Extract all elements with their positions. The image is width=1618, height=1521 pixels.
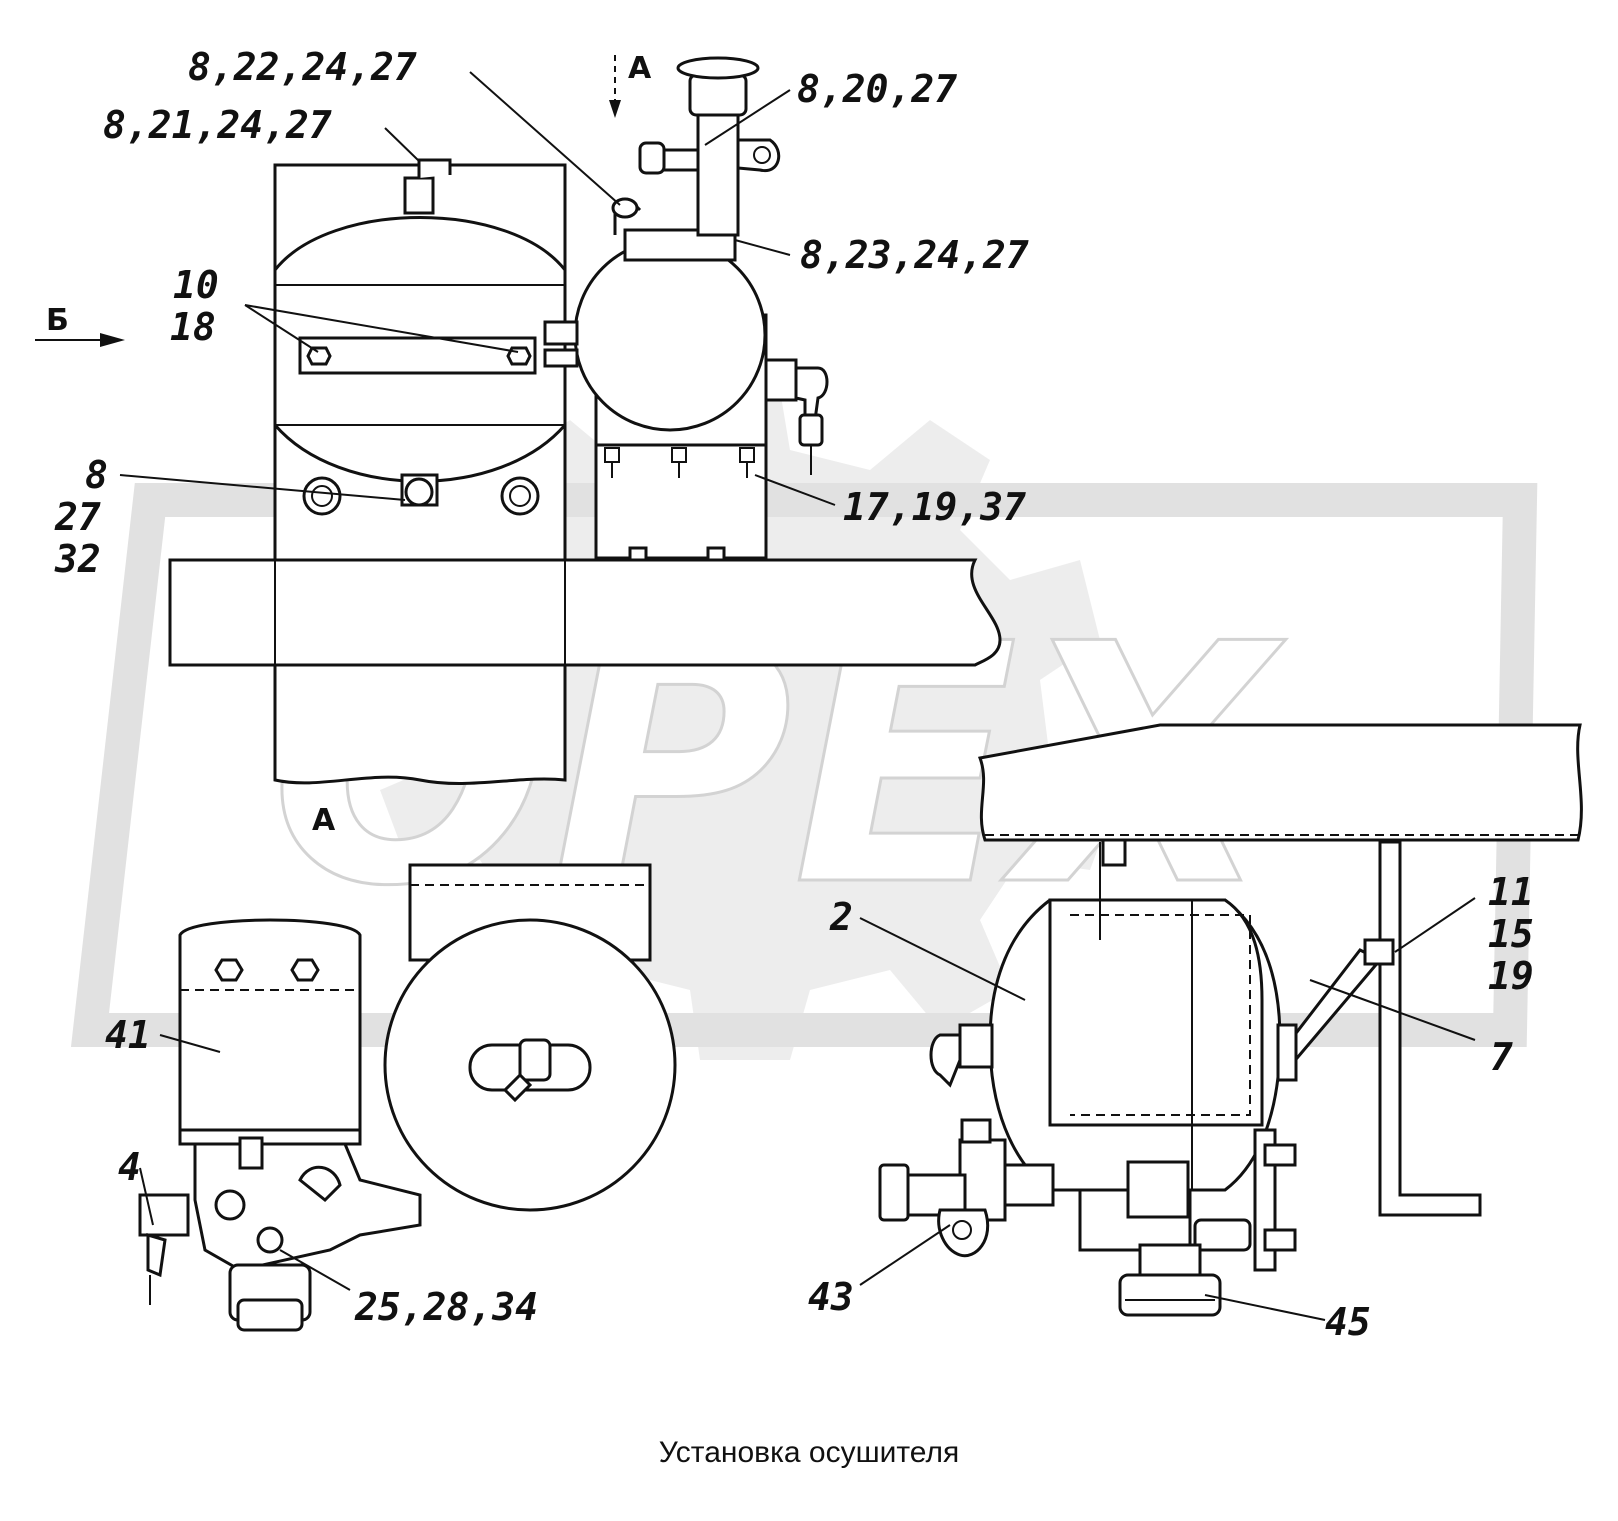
dryer-cartridge [178, 918, 362, 1132]
dryer-side-view [383, 863, 677, 1212]
view-label-a-top: A [628, 51, 652, 86]
callout-labels: 8,22,24,27 8,21,24,27 8,20,27 8,23,24,27… [54, 45, 1534, 1344]
callout-2: 2 [829, 895, 853, 939]
dryer-top-view [543, 56, 829, 562]
dryer-base-block [594, 438, 768, 560]
frame-rail-upper [168, 558, 1002, 667]
callout-8-21-24-27: 8,21,24,27 [103, 103, 332, 147]
view-arrow-b: Б [35, 303, 125, 347]
callout-43: 43 [808, 1275, 854, 1319]
dryer-front-view [878, 838, 1298, 1317]
callout-10: 10 [173, 263, 219, 307]
frame-rail-lower [977, 723, 1583, 842]
dryer-canister-front [1048, 898, 1264, 1127]
tank-clamp [298, 336, 537, 375]
view-label-b: Б [46, 303, 69, 338]
callout-27: 27 [54, 495, 101, 539]
callout-19: 19 [1488, 954, 1534, 998]
l-bracket [1378, 840, 1482, 1217]
callout-15: 15 [1488, 912, 1534, 956]
callout-4: 4 [118, 1145, 141, 1189]
leader-lines [119, 71, 1476, 1321]
callout-11: 11 [1488, 870, 1534, 914]
callout-18: 18 [170, 305, 216, 349]
watermark-frame [70, 483, 1538, 1047]
drain-valve-body [696, 108, 740, 237]
dryer-canister-top [573, 238, 767, 432]
callout-8-22-24-27: 8,22,24,27 [188, 45, 417, 89]
callout-8-20-27: 8,20,27 [797, 67, 957, 111]
view-label-a-bottom: A [312, 803, 336, 838]
view-arrow-a: A [609, 51, 652, 118]
callout-8-23-24-27: 8,23,24,27 [800, 233, 1029, 277]
drawing-caption: Установка осушителя [659, 1436, 959, 1469]
callout-41: 41 [105, 1013, 151, 1057]
receiver-bracket-assembly [273, 158, 567, 785]
callout-7: 7 [1490, 1035, 1513, 1079]
dryer-valve-body [193, 1142, 422, 1272]
dryer-left-view [138, 918, 422, 1332]
callout-8: 8 [85, 453, 108, 497]
callout-25-28-34: 25,28,34 [354, 1285, 538, 1329]
callout-32: 32 [54, 537, 101, 581]
callout-17-19-37: 17,19,37 [843, 485, 1026, 529]
callout-45: 45 [1325, 1300, 1371, 1344]
